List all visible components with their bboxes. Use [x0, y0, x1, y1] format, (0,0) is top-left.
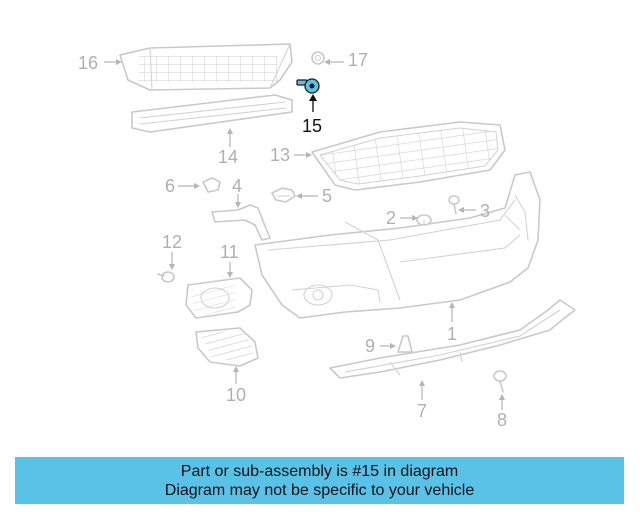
part-4-bracket: [211, 204, 271, 241]
part-12-bolt: [157, 271, 175, 283]
callout-16: 16: [78, 53, 98, 73]
banner-line-disclaimer: Diagram may not be specific to your vehi…: [164, 481, 475, 499]
callout-14: 14: [218, 147, 238, 167]
part-13-lower-grille: [311, 121, 506, 191]
callout-3: 3: [480, 201, 490, 221]
callout-15-leader: [309, 94, 317, 112]
part-15-screw-highlighted: [296, 78, 320, 94]
callout-5: 5: [322, 186, 332, 206]
callout-leaders: [104, 59, 505, 410]
callout-9: 9: [365, 336, 375, 356]
part-7-lower-spoiler: [329, 299, 576, 379]
part-6-clip: [202, 177, 221, 193]
callout-7: 7: [417, 401, 427, 421]
callout-2: 2: [386, 208, 396, 228]
callout-15: 15: [302, 116, 322, 136]
part-5-retainer: [271, 187, 296, 203]
part-17-clip: [311, 51, 325, 65]
banner-line-part: Part or sub-assembly is #15 in diagram: [180, 462, 459, 480]
part-2-clip: [416, 214, 432, 226]
callout-17: 17: [348, 50, 368, 70]
callout-8: 8: [497, 410, 507, 430]
callout-1: 1: [447, 324, 457, 344]
part-10-grille-insert: [195, 327, 259, 367]
callout-6: 6: [165, 176, 175, 196]
callout-10: 10: [226, 385, 246, 405]
callout-12: 12: [162, 232, 182, 252]
part-11-fog-trim: [185, 277, 253, 319]
part-16-bracket: [119, 43, 293, 91]
callout-4: 4: [232, 176, 242, 196]
part-9-retainer: [397, 335, 413, 353]
info-banner: Part or sub-assembly is #15 in diagram D…: [15, 457, 624, 504]
part-8-bolt: [493, 370, 507, 393]
part-14-impact-bar: [131, 94, 293, 133]
callout-13: 13: [270, 145, 290, 165]
part-3-bolt: [448, 195, 460, 215]
part-1-bumper-cover: [254, 171, 541, 319]
callout-11: 11: [220, 242, 239, 262]
parts-diagram: 16 17 15 14 13 6 4 5 2 3 12 11 1 9 10 7 …: [78, 43, 576, 430]
